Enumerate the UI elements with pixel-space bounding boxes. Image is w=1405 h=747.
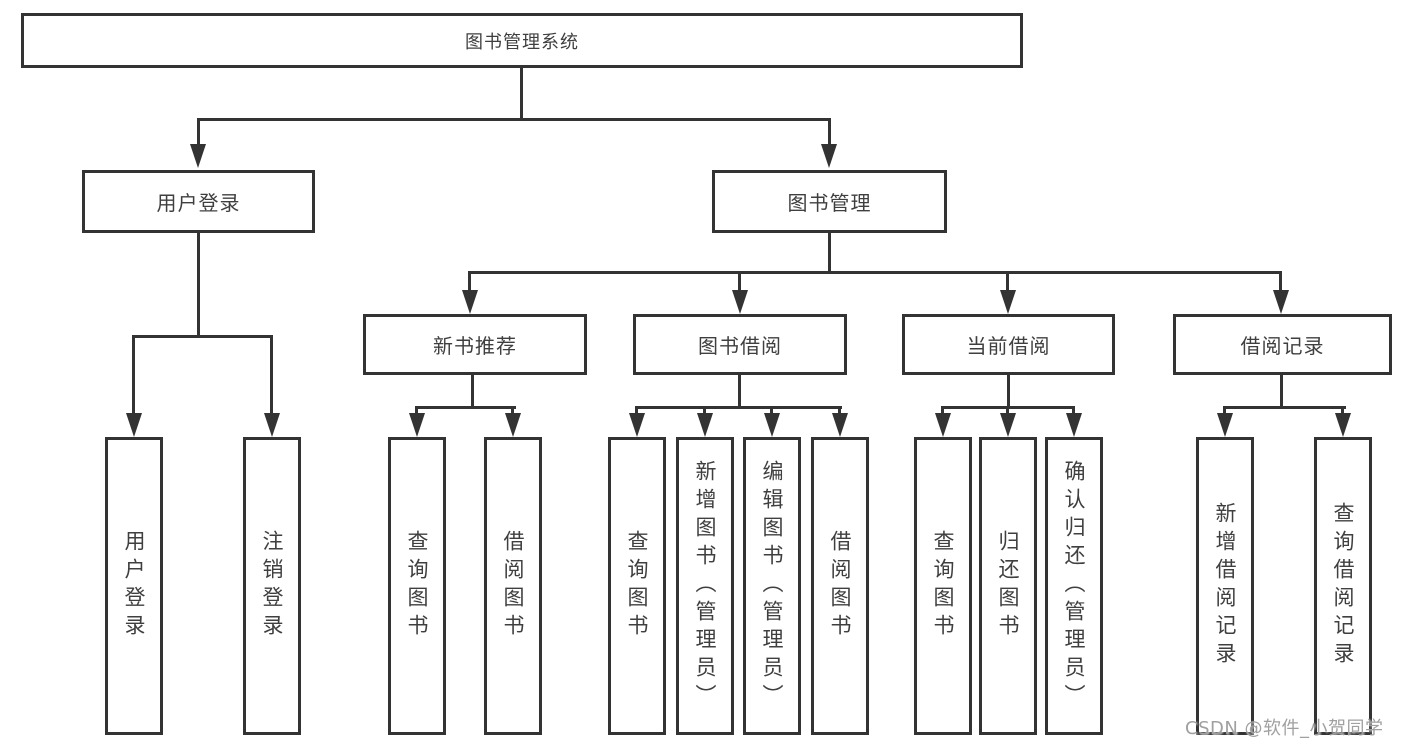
leaf-query-borrow-record: 查询借阅记录 [1314,437,1372,735]
edge-line [941,406,944,415]
node-borrow-records-label: 借阅记录 [1240,334,1325,358]
edge-line [635,406,842,409]
edge-arrowhead [1273,290,1289,314]
edge-arrowhead [409,413,425,437]
leaf-return-book: 归还图书 [979,437,1037,735]
edge-arrowhead [462,290,478,314]
edge-line [1280,375,1283,408]
edge-arrowhead [1066,413,1082,437]
edge-line [738,274,741,290]
leaf-query-books-2: 查询图书 [608,437,666,735]
edge-arrowhead [832,413,848,437]
leaf-add-book-admin: 新增图书（管理员） [676,437,734,735]
node-new-book-recommend: 新书推荐 [363,314,587,375]
edge-arrowhead [1217,413,1233,437]
edge-line [1006,274,1009,290]
edge-arrowhead [764,413,780,437]
edge-line [635,406,638,415]
edge-line [415,406,516,409]
edge-line [415,406,418,415]
leaf-edit-book-admin-label: 编辑图书（管理员） [760,460,784,712]
node-root: 图书管理系统 [21,13,1023,68]
leaf-query-books-3-label: 查询图书 [931,530,955,642]
node-book-borrow: 图书借阅 [633,314,847,375]
node-borrow-records: 借阅记录 [1173,314,1392,375]
edge-line [828,121,831,147]
edge-line [270,338,273,414]
edge-line [1006,406,1009,415]
node-user-login: 用户登录 [82,170,315,233]
leaf-logout-label: 注销登录 [260,530,284,642]
edge-line [197,233,200,336]
edge-arrowhead [190,144,206,168]
edge-line [1223,406,1226,415]
node-user-login-label: 用户登录 [156,191,241,215]
leaf-return-book-label: 归还图书 [996,530,1020,642]
leaf-user-login: 用户登录 [105,437,163,735]
edge-line [838,406,841,415]
edge-line [132,338,135,414]
leaf-confirm-return-admin-label: 确认归还（管理员） [1062,460,1086,712]
node-book-management-label: 图书管理 [787,191,872,215]
edge-arrowhead [732,290,748,314]
edge-arrowhead [126,413,142,437]
edge-line [828,233,831,273]
edge-line [468,271,1282,274]
node-current-borrow-label: 当前借阅 [966,334,1051,358]
edge-line [132,335,273,338]
node-new-book-recommend-label: 新书推荐 [433,334,517,358]
leaf-user-login-label: 用户登录 [122,530,146,642]
leaf-confirm-return-admin: 确认归还（管理员） [1045,437,1103,735]
node-book-borrow-label: 图书借阅 [698,334,782,358]
csdn-watermark: CSDN @软件_小贺同学 [1185,718,1384,739]
edge-line [1279,274,1282,290]
node-book-management: 图书管理 [712,170,947,233]
edge-arrowhead [697,413,713,437]
leaf-add-book-admin-label: 新增图书（管理员） [693,460,717,712]
leaf-edit-book-admin: 编辑图书（管理员） [743,437,801,735]
leaf-query-borrow-record-label: 查询借阅记录 [1331,502,1355,670]
leaf-borrow-books-2: 借阅图书 [811,437,869,735]
edge-arrowhead [1000,290,1016,314]
edge-line [468,274,471,290]
edge-line [511,406,514,415]
edge-line [520,68,523,121]
node-current-borrow: 当前借阅 [902,314,1115,375]
edge-line [1341,406,1344,415]
leaf-borrow-books-2-label: 借阅图书 [828,530,852,642]
leaf-add-borrow-record-label: 新增借阅记录 [1213,502,1237,670]
edge-arrowhead [935,413,951,437]
edge-line [1072,406,1075,415]
leaf-logout: 注销登录 [243,437,301,735]
edge-arrowhead [505,413,521,437]
leaf-query-books-2-label: 查询图书 [625,530,649,642]
edge-arrowhead [1335,413,1351,437]
leaf-query-books-1: 查询图书 [388,437,446,735]
leaf-borrow-books-1-label: 借阅图书 [501,530,525,642]
leaf-query-books-3: 查询图书 [914,437,972,735]
edge-arrowhead [629,413,645,437]
edge-line [197,118,831,121]
edge-line [738,375,741,408]
leaf-query-books-1-label: 查询图书 [405,530,429,642]
edge-line [770,406,773,415]
edge-line [1007,375,1010,408]
edge-line [471,375,474,408]
leaf-borrow-books-1: 借阅图书 [484,437,542,735]
edge-arrowhead [821,144,837,168]
leaf-add-borrow-record: 新增借阅记录 [1196,437,1254,735]
edge-line [1223,406,1346,409]
node-root-label: 图书管理系统 [465,31,579,53]
edge-arrowhead [1000,413,1016,437]
edge-line [703,406,706,415]
edge-line [197,121,200,147]
edge-arrowhead [264,413,280,437]
